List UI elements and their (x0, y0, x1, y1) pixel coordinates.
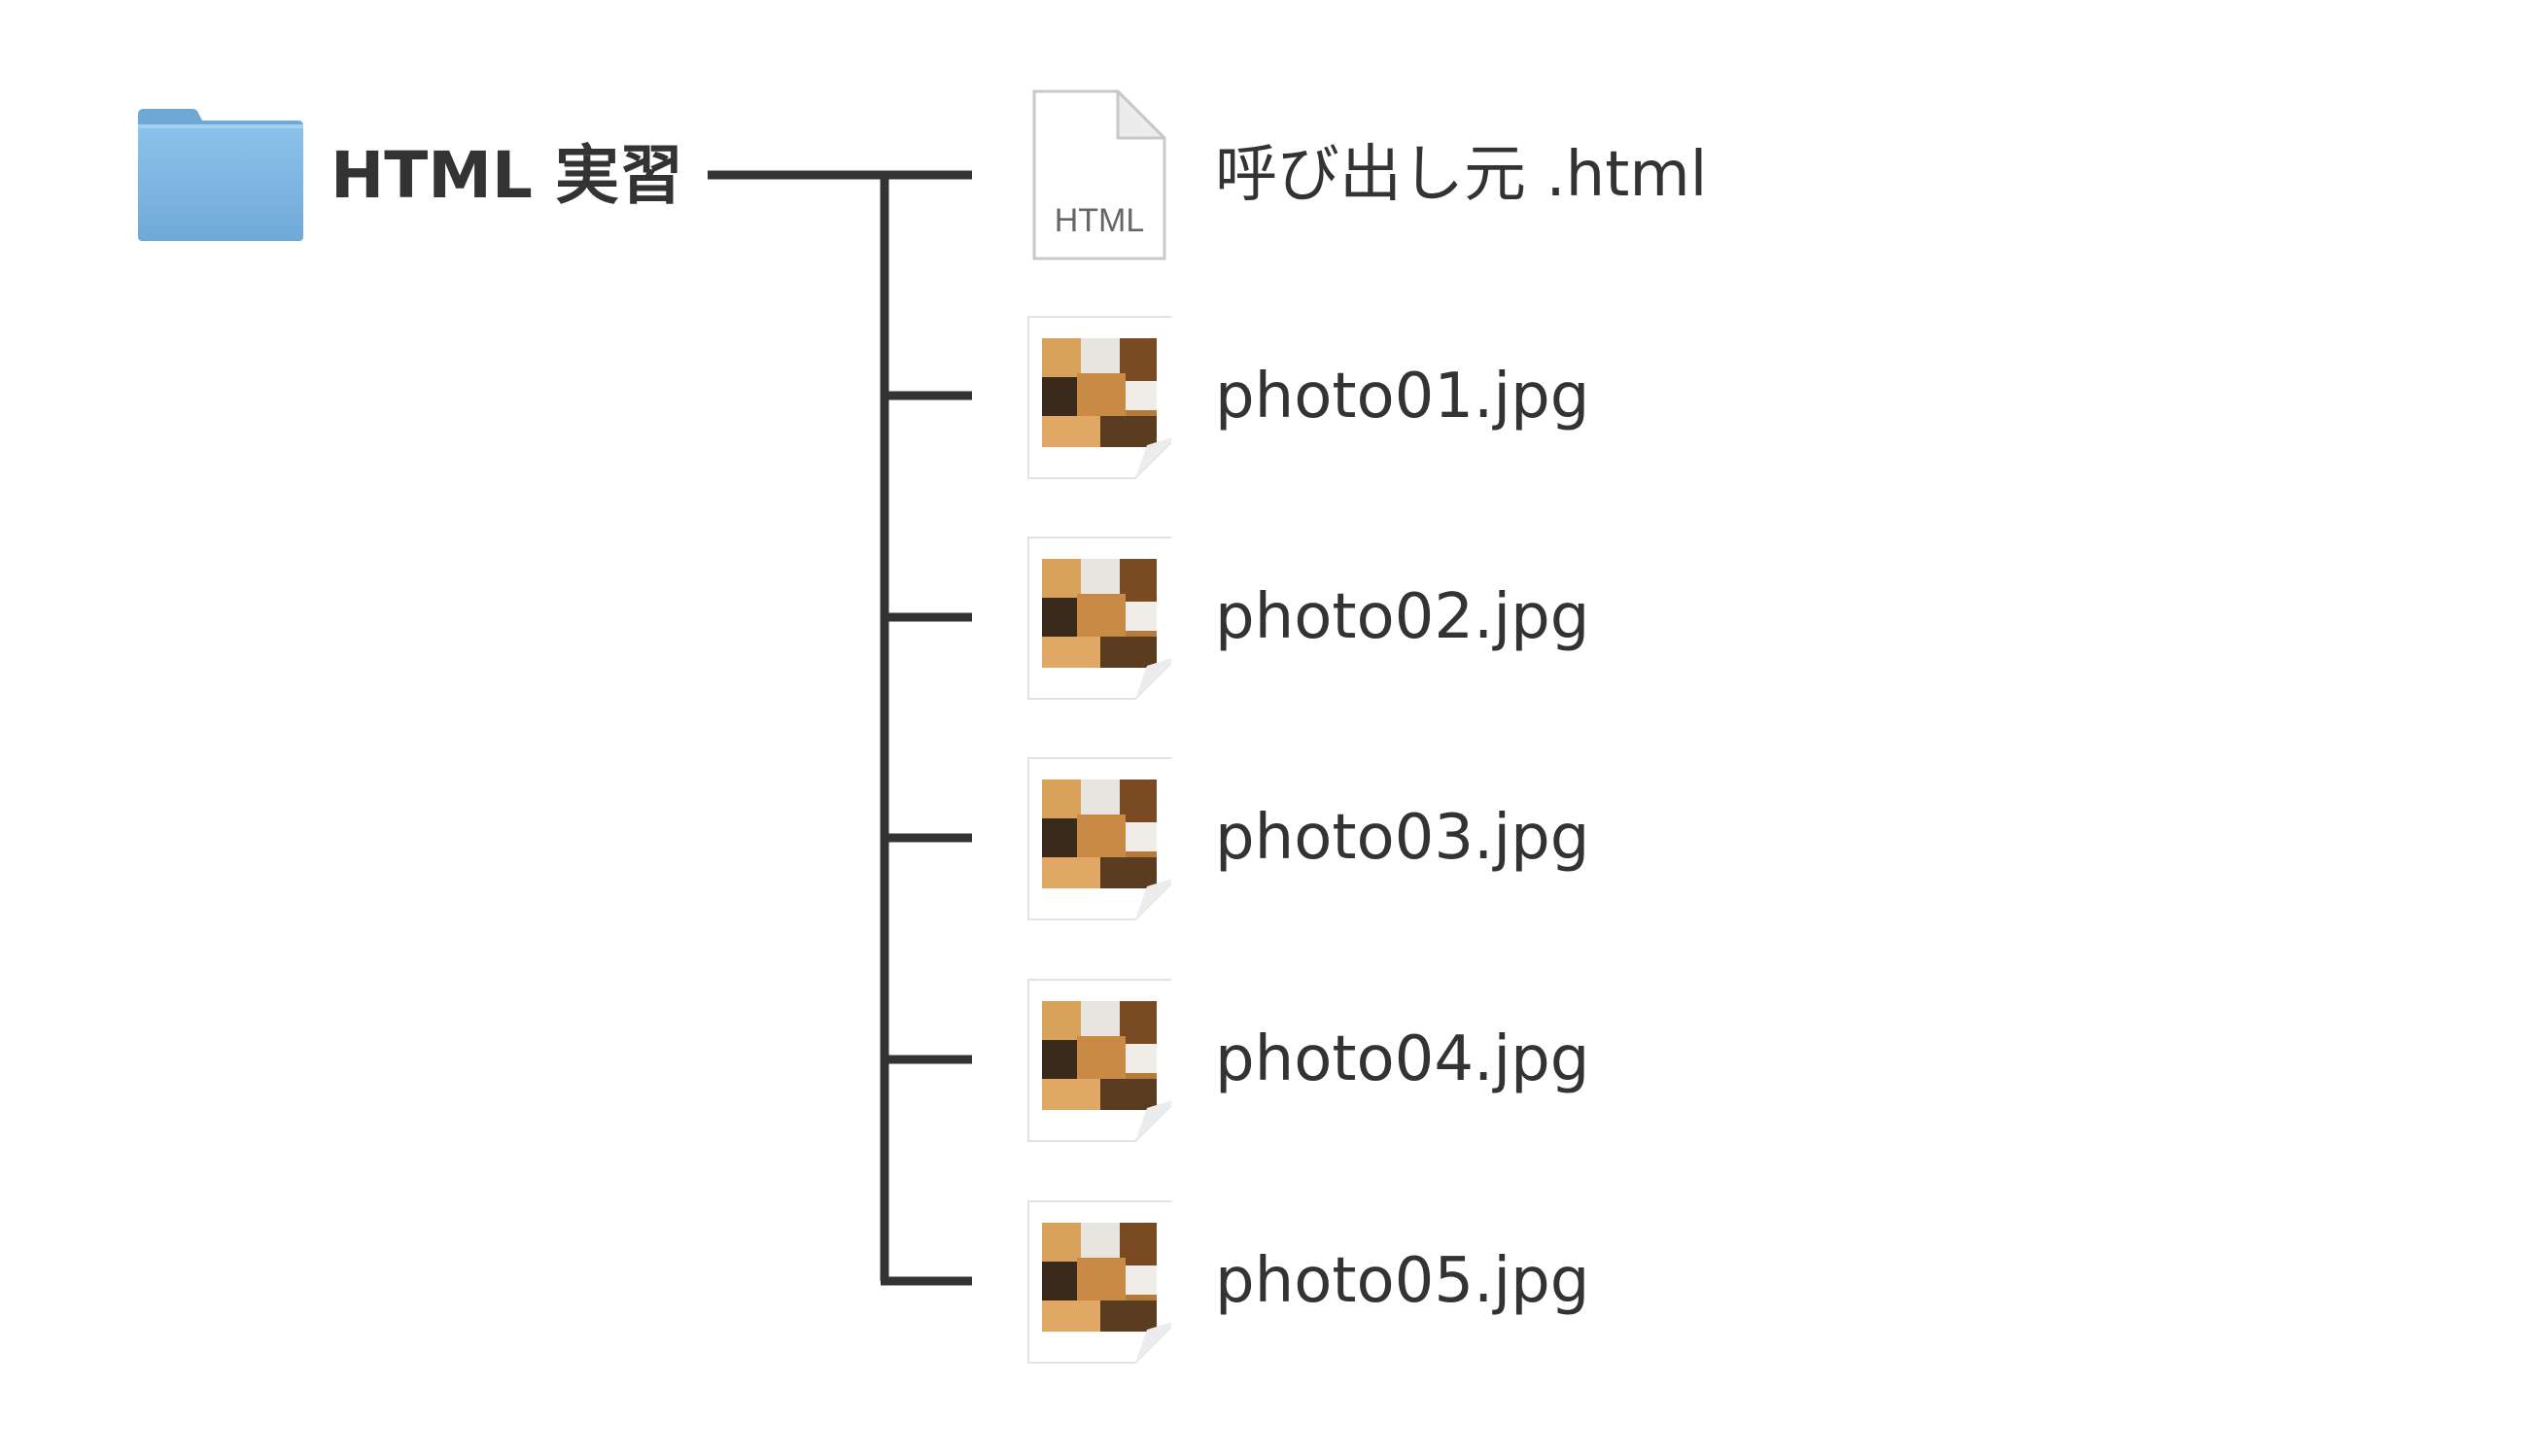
file-name: photo02.jpg (1215, 581, 1590, 653)
file-row-photo03[interactable]: photo03.jpg (1021, 750, 2284, 925)
file-row-html[interactable]: HTML 呼び出し元 .html (1021, 87, 2284, 262)
image-file-icon (1021, 972, 1179, 1147)
html-badge: HTML (1055, 202, 1145, 239)
image-file-icon (1021, 750, 1179, 925)
file-name: 呼び出し元 .html (1215, 139, 1708, 211)
file-name: photo04.jpg (1215, 1023, 1590, 1095)
image-file-icon (1021, 530, 1179, 705)
folder-icon[interactable] (136, 105, 306, 246)
file-name: photo05.jpg (1215, 1245, 1590, 1317)
file-row-photo05[interactable]: photo05.jpg (1021, 1194, 2284, 1369)
html-file-icon: HTML (1021, 87, 1171, 262)
file-row-photo02[interactable]: photo02.jpg (1021, 530, 2284, 705)
folder-label: HTML 実習 (330, 138, 683, 213)
file-row-photo01[interactable]: photo01.jpg (1021, 309, 2284, 484)
file-row-photo04[interactable]: photo04.jpg (1021, 972, 2284, 1147)
file-name: photo01.jpg (1215, 361, 1590, 433)
image-file-icon (1021, 309, 1179, 484)
image-file-icon (1021, 1194, 1179, 1369)
file-name: photo03.jpg (1215, 802, 1590, 874)
